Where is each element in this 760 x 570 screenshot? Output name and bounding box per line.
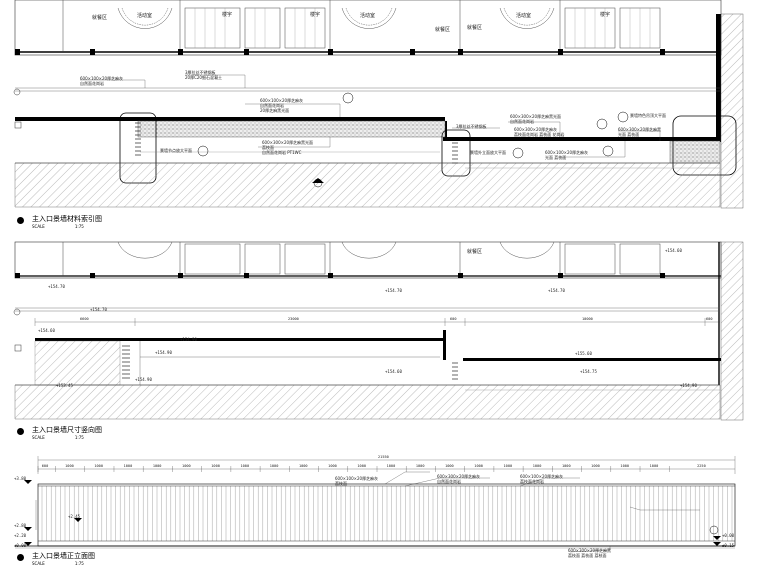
room-label: 就餐区	[467, 25, 483, 31]
material-note: 600×300×20厚芝麻灰 荔枝面花岗岩 荔枝面 花岗岩	[514, 127, 565, 137]
room-label: 楼宇	[310, 12, 321, 18]
dimension-text: 1000	[152, 464, 162, 468]
dimension-text: 600	[706, 317, 713, 321]
level-mark: ±0.15	[722, 543, 735, 548]
level-mark: +154.90	[135, 377, 152, 382]
dimension-text: 1000	[328, 464, 337, 468]
scale-value: 1:75	[74, 435, 84, 440]
dimension-text: 10000	[582, 317, 593, 321]
overall-dimension: 21550	[378, 455, 389, 459]
room-label: 活动室	[137, 13, 153, 19]
dimension-text: 1000	[298, 464, 308, 468]
caption-bullet	[17, 217, 24, 224]
dimension-text: 600	[450, 317, 457, 321]
room-label: 就餐区	[92, 15, 108, 21]
material-note: 600×300×20厚芝麻灰 自然面花岗岩	[437, 474, 481, 484]
dimension-text: 1000	[415, 464, 425, 468]
level-mark: +154.70	[385, 288, 402, 293]
material-note: 600×300×20厚芝麻黑光面 自然面花岗岩	[510, 114, 562, 124]
material-note: 600×100×20厚芝麻灰 自然面花岗岩	[80, 76, 124, 86]
level-mark: +154.60	[38, 328, 55, 333]
dimension-text: 1000	[474, 464, 483, 468]
material-note: 600×100×20厚芝麻灰 荔枝面花岗岩	[520, 474, 564, 484]
dimension-text: 1000	[357, 464, 367, 468]
level-mark: +2.80	[14, 523, 27, 528]
section-title-text: 主入口景墙正立面图	[32, 552, 95, 560]
dimension-text: 1000	[386, 464, 396, 468]
dimension-text: 1000	[591, 464, 600, 468]
caption-bullet	[17, 554, 24, 561]
room-label: 就餐区	[435, 27, 451, 33]
room-label: 楼宇	[222, 12, 233, 18]
level-mark: +154.75	[580, 369, 597, 374]
material-note: 600×300×20厚芝麻黑光面 荔枝面 自然面花岗岩 PT1WC	[262, 140, 314, 155]
dimension-text: 1000	[532, 464, 542, 468]
scale-label: SCALE	[32, 224, 45, 229]
level-mark: +2.20	[14, 533, 27, 538]
material-note: 600×300×20厚芝麻黑 荔枝面 荔枝面 荔枝面	[568, 548, 612, 558]
dimension-text: 1000	[65, 464, 74, 468]
dimension-text: 1000	[269, 464, 279, 468]
scale-label: SCALE	[32, 435, 45, 440]
dimension-text: 6600	[80, 317, 89, 321]
section-title: 主入口景墙尺寸竖向图 SCALE 1:75	[32, 425, 102, 440]
front-elevation	[15, 456, 736, 553]
level-mark: +154.60	[385, 369, 402, 374]
scale-value: 1:75	[74, 561, 84, 566]
dimension-text: 1000	[445, 464, 454, 468]
scale-label: SCALE	[32, 561, 45, 566]
dimension-text: 23000	[288, 317, 299, 321]
scale-value: 1:75	[74, 224, 84, 229]
dimension-text: 1000	[211, 464, 220, 468]
level-mark: +155.60	[575, 351, 592, 356]
material-note: 600×100×20厚芝麻灰 自然面花岗岩 20厚芝麻黑光面	[260, 98, 304, 113]
room-label: 楼宇	[600, 12, 611, 18]
dimension-text: 1000	[649, 464, 659, 468]
dimension-text: 1000	[561, 464, 571, 468]
level-mark: ±0.00	[14, 543, 27, 548]
section-title-text: 主入口景墙尺寸竖向图	[32, 426, 102, 434]
section-title: 主入口景墙材料索引图 SCALE 1:75	[32, 214, 102, 229]
level-mark: +0.00	[722, 533, 735, 538]
room-label: 活动室	[360, 13, 376, 19]
plan-material-index	[13, 0, 744, 209]
level-mark: +154.70	[90, 307, 107, 312]
material-note: 600×100×20厚芝麻灰 荔枝面	[335, 476, 379, 486]
material-note: 3厚拉丝不锈钢板	[456, 124, 487, 129]
dimension-text: 600	[41, 464, 49, 468]
dimension-text: 2250	[697, 464, 706, 468]
level-mark: +154.60	[665, 248, 682, 253]
plan-dimension-elevation	[13, 241, 744, 421]
section-title: 主入口景墙正立面图 SCALE 1:75	[32, 551, 95, 566]
room-label: 就餐区	[467, 249, 483, 255]
level-mark: +153.45	[56, 383, 73, 388]
dimension-text: 1000	[240, 464, 250, 468]
dimension-text: 1000	[182, 464, 191, 468]
dimension-text: 1000	[123, 464, 133, 468]
callout-note: 景墙外立面放大平面	[470, 150, 506, 155]
material-note: 3厚拉丝不锈钢板 20厚C20细石混凝土	[185, 70, 222, 80]
level-mark: +2.45	[68, 514, 81, 519]
callout-note: 景墙特色吊顶大平面	[630, 113, 666, 118]
dimension-text: 1000	[503, 464, 513, 468]
level-mark: +154.70	[548, 288, 565, 293]
caption-bullet	[17, 428, 24, 435]
level-mark: +3.80	[14, 476, 27, 481]
section-title-text: 主入口景墙材料索引图	[32, 215, 102, 223]
material-note: 600×300×20厚芝麻黑 光面 荔枝面	[618, 127, 662, 137]
room-label: 活动室	[516, 13, 532, 19]
level-mark: +154.90	[155, 350, 172, 355]
material-note: 600×100×20厚芝麻灰 光面 荔枝面	[545, 150, 589, 160]
dimension-text: 1000	[620, 464, 630, 468]
dimension-text: 1000	[94, 464, 104, 468]
level-mark: +154.90	[180, 337, 197, 342]
level-mark: +154.90	[680, 383, 697, 388]
callout-note: 景墙节点放大平面	[160, 148, 192, 153]
level-mark: +154.70	[48, 284, 65, 289]
